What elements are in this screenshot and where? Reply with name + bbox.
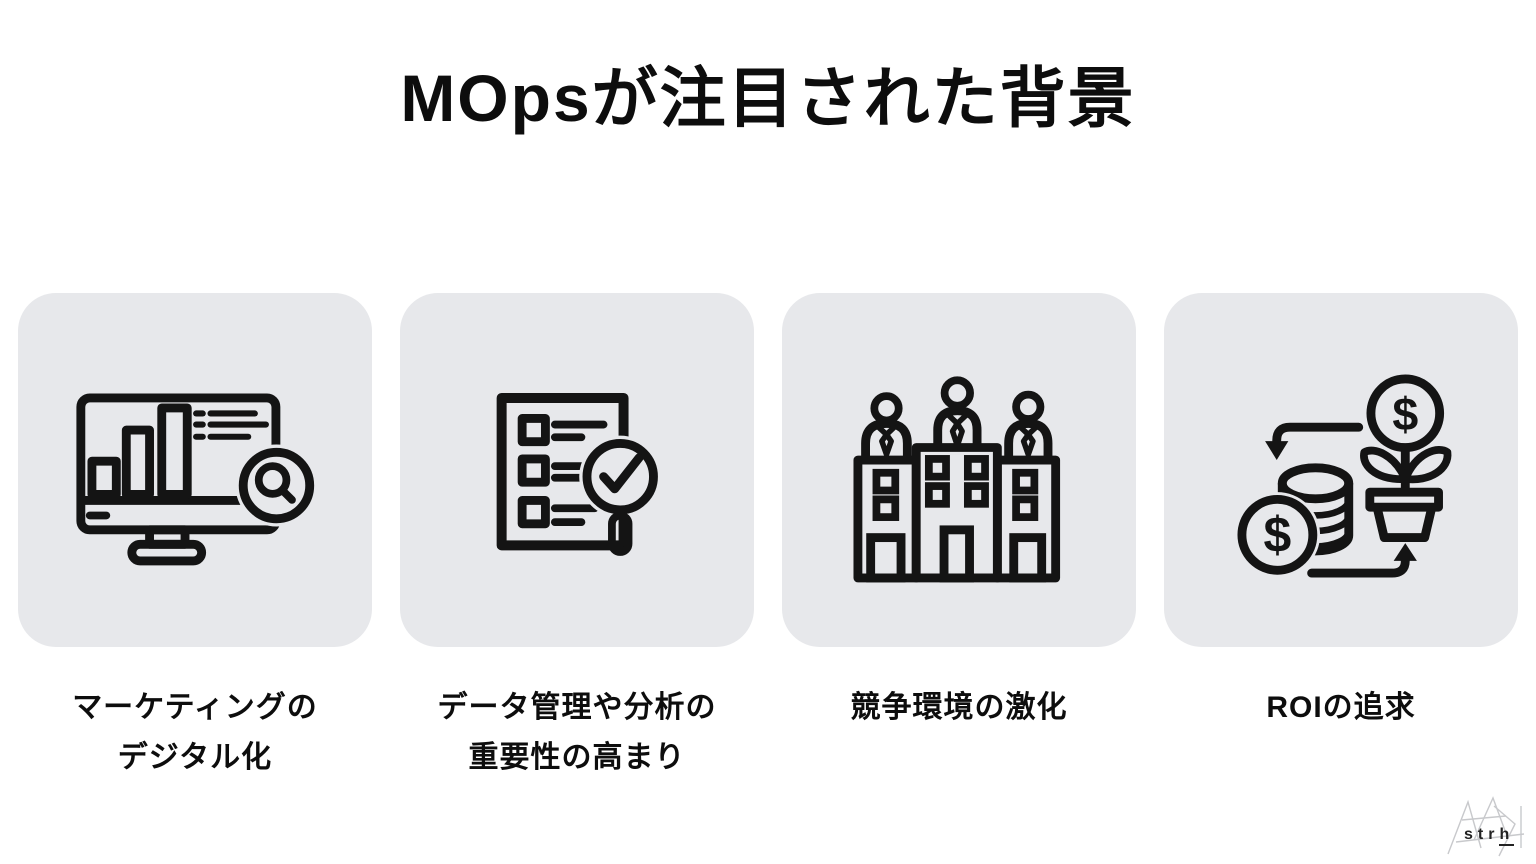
caption-line: マーケティングの bbox=[72, 691, 318, 724]
logo-text-prefix: str bbox=[1464, 826, 1500, 843]
monitor-analytics-icon bbox=[76, 393, 318, 566]
slide-title: MOpsが注目された背景 bbox=[400, 61, 1136, 135]
caption-line: 重要性の高まり bbox=[468, 740, 686, 774]
caption-line: デジタル化 bbox=[117, 740, 273, 774]
card-data-management bbox=[400, 293, 754, 647]
strh-logo: strh bbox=[1436, 794, 1534, 860]
caption-line: データ管理や分析の bbox=[437, 691, 717, 724]
logo-text-h: h bbox=[1499, 826, 1515, 846]
svg-text:$: $ bbox=[1264, 507, 1292, 563]
card-marketing-digitalization bbox=[18, 293, 372, 647]
checklist-magnifier-icon bbox=[496, 392, 662, 556]
logo-text: strh bbox=[1464, 826, 1515, 846]
card-caption: ROIの追求 bbox=[1266, 683, 1415, 733]
caption-line: 競争環境の激化 bbox=[850, 691, 1068, 724]
card-caption: マーケティングの デジタル化 bbox=[72, 683, 318, 782]
card-roi: $ $ bbox=[1164, 293, 1518, 647]
card-column-competition: 競争環境の激化 bbox=[782, 293, 1136, 782]
card-column-marketing-digitalization: マーケティングの デジタル化 bbox=[18, 293, 372, 782]
svg-text:$: $ bbox=[1392, 388, 1418, 440]
card-column-roi: $ $ ROIの追求 bbox=[1164, 293, 1518, 782]
money-plant-roi-icon: $ $ bbox=[1234, 374, 1452, 578]
caption-line: ROIの追求 bbox=[1266, 691, 1416, 724]
office-buildings-people-icon bbox=[853, 376, 1061, 583]
card-caption: データ管理や分析の 重要性の高まり bbox=[438, 683, 717, 782]
card-column-data-management: データ管理や分析の 重要性の高まり bbox=[400, 293, 754, 782]
logo-sketch-icon bbox=[1447, 796, 1525, 857]
cards-row: マーケティングの デジタル化 bbox=[18, 293, 1518, 782]
card-competition bbox=[782, 293, 1136, 647]
card-caption: 競争環境の激化 bbox=[851, 683, 1068, 733]
